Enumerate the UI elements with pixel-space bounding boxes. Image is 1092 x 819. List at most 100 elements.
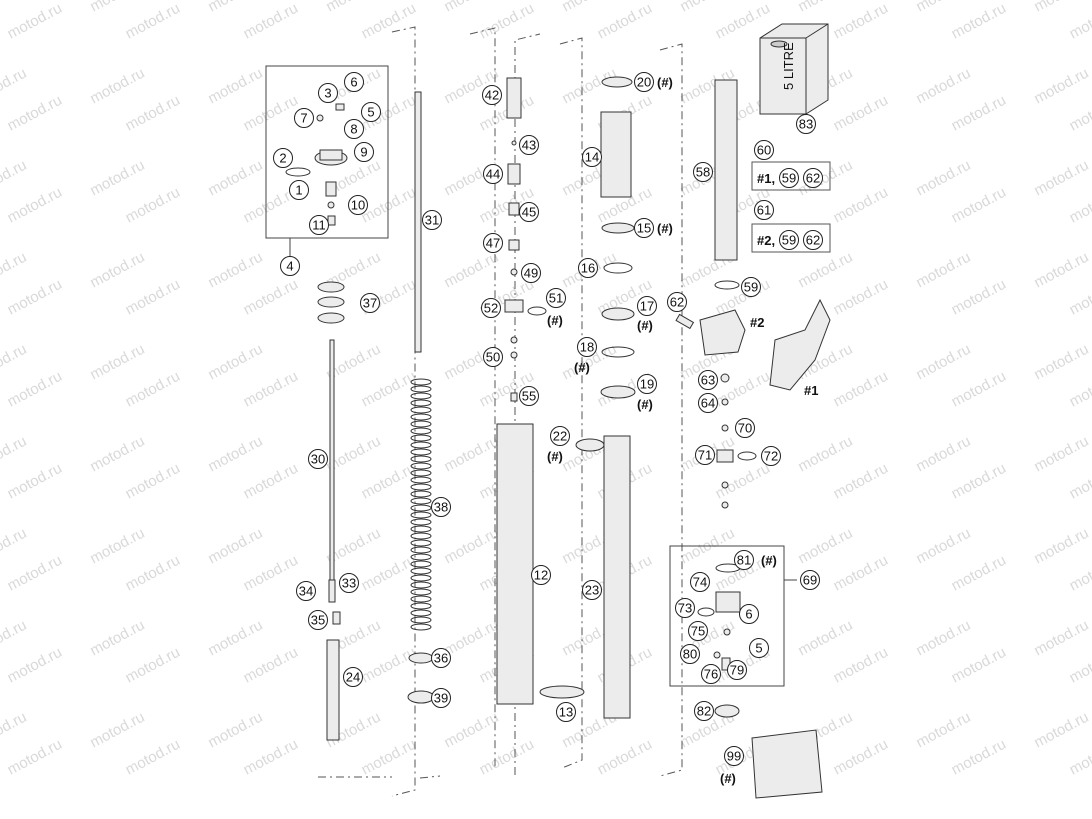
watermark-text: motod.ru [1067, 0, 1092, 43]
part-number-36: 36 [434, 651, 448, 666]
part-label-circle-38 [431, 497, 451, 517]
watermark-text: motod.ru [559, 0, 619, 15]
watermark-text: motod.ru [913, 249, 973, 292]
watermark-text: motod.ru [123, 0, 183, 43]
watermark-text: motod.ru [913, 157, 973, 200]
watermark-text: motod.ru [87, 709, 147, 752]
part-number-62: 62 [806, 233, 820, 248]
part-label-circle-10 [348, 195, 368, 215]
part-label-circle-9 [354, 142, 374, 162]
part-label-circle-75 [688, 621, 708, 641]
watermark-text: motod.ru [795, 525, 855, 568]
part-label-circle-33 [339, 573, 359, 593]
part-label-circle-20 [634, 72, 654, 92]
part-64 [721, 398, 729, 406]
column-frames [318, 26, 683, 797]
ring-part-13 [539, 685, 585, 699]
watermark-text: motod.ru [1031, 433, 1091, 476]
part-80 [713, 651, 721, 659]
spring-coil [410, 595, 432, 603]
part-number-64: 64 [701, 396, 715, 411]
watermark-text: motod.ru [205, 249, 265, 292]
washer-part-36 [408, 652, 434, 664]
watermark-text: motod.ru [123, 552, 183, 595]
part-number-69: 69 [803, 573, 817, 588]
watermark-text: motod.ru [831, 368, 891, 411]
watermark-text: motod.ru [0, 617, 30, 660]
ring-part-51 [527, 306, 547, 316]
watermark-text: motod.ru [87, 65, 147, 108]
watermark-text: motod.ru [87, 157, 147, 200]
part-label-circle-18 [577, 337, 597, 357]
watermark-text: motod.ru [123, 368, 183, 411]
watermark-text: motod.ru [123, 736, 183, 779]
watermark-text: motod.ru [359, 736, 419, 779]
part-number-45: 45 [522, 205, 536, 220]
watermark-text: motod.ru [241, 0, 301, 43]
ring-part-16 [603, 262, 633, 274]
spring-coil [410, 483, 432, 491]
part-label-circle-39 [431, 688, 451, 708]
spring-coil [410, 462, 432, 470]
part-number-3: 3 [324, 86, 331, 101]
part-number-99: 99 [727, 749, 741, 764]
marker-text: (#) [720, 771, 736, 786]
watermark-text: motod.ru [441, 433, 501, 476]
part-number-10: 10 [351, 198, 365, 213]
watermark-text: motod.ru [831, 552, 891, 595]
bushing-part-22 [575, 438, 605, 452]
axle-clamp-variant-1 [769, 298, 831, 391]
part-number-81: 81 [737, 553, 751, 568]
part-number-61: 61 [757, 203, 771, 218]
part-number-72: 72 [764, 449, 778, 464]
spring-part-35 [332, 611, 341, 625]
part-number-1: 1 [295, 183, 302, 198]
spring-coil [410, 588, 432, 596]
spring-coil [410, 553, 432, 561]
part-45 [508, 202, 520, 216]
watermark-text: motod.ru [0, 433, 30, 476]
watermark-text: motod.ru [5, 276, 65, 319]
marker-text: (#) [547, 313, 563, 328]
watermark-text: motod.ru [0, 341, 30, 384]
part-label-circle-12 [531, 565, 551, 585]
spring-coil [410, 441, 432, 449]
bolt-part-62 [675, 313, 695, 330]
watermark-text: motod.ru [123, 276, 183, 319]
part-label-circle-70 [735, 418, 755, 438]
watermark-text: motod.ru [241, 644, 301, 687]
watermark-text: motod.ru [205, 433, 265, 476]
watermark-text: motod.ru [87, 0, 147, 15]
watermark-text: motod.ru [123, 644, 183, 687]
watermark-text: motod.ru [1067, 184, 1092, 227]
spring-coil [410, 518, 432, 526]
part-label-circle-64 [698, 393, 718, 413]
part-number-20: 20 [637, 75, 651, 90]
part-label-circle-99 [724, 746, 744, 766]
part-number-49: 49 [524, 266, 538, 281]
part-number-44: 44 [486, 167, 500, 182]
part-number-39: 39 [434, 691, 448, 706]
part-label-circle-81 [734, 550, 754, 570]
part-label-circle-74 [690, 572, 710, 592]
watermark-text: motod.ru [323, 0, 383, 15]
sleeve-part-14 [600, 111, 632, 198]
spring-coil [410, 525, 432, 533]
part-label-circle-52 [481, 298, 501, 318]
watermark-text: motod.ru [949, 0, 1009, 43]
watermark-text: motod.ru [831, 460, 891, 503]
part-43 [511, 140, 517, 146]
watermark-text: motod.ru [913, 65, 973, 108]
watermark-text: motod.ru [205, 157, 265, 200]
part-number-71: 71 [698, 448, 712, 463]
nut-part-82 [714, 704, 740, 718]
part-number-58: 58 [696, 165, 710, 180]
watermark-text: motod.ru [831, 92, 891, 135]
spring-coil [410, 539, 432, 547]
watermark-text: motod.ru [123, 184, 183, 227]
watermark-text: motod.ru [123, 92, 183, 135]
watermark-text: motod.ru [913, 0, 973, 15]
part-number-22: 22 [553, 429, 567, 444]
